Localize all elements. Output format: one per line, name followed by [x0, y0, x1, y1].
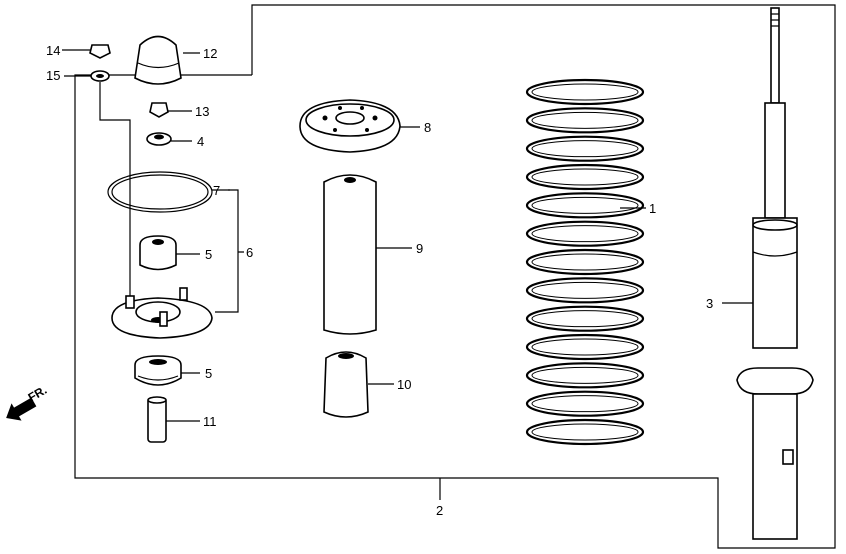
spring-coil — [525, 248, 645, 276]
label-9: 9 — [416, 241, 423, 256]
spring-coil — [531, 140, 639, 158]
spring-coil — [531, 111, 639, 129]
spring-coil — [525, 192, 645, 219]
spring-coil — [531, 168, 639, 186]
part-5-bushing-upper — [139, 235, 200, 271]
label-5-lower: 5 — [205, 366, 212, 381]
spring-coil — [525, 305, 645, 332]
part-7-o-ring — [107, 171, 230, 213]
label-3: 3 — [706, 296, 713, 311]
label-14: 14 — [46, 43, 60, 58]
spring-coil — [525, 362, 645, 389]
part-3-shock-absorber — [722, 7, 814, 540]
part-11-sleeve — [147, 396, 200, 443]
label-4: 4 — [197, 134, 204, 149]
part-1-coil-spring — [525, 78, 645, 446]
part-13-nut — [149, 102, 192, 118]
label-5-upper: 5 — [205, 247, 212, 262]
front-arrow-icon — [6, 397, 37, 421]
spring-coil — [525, 107, 645, 134]
spring-coil — [525, 163, 645, 191]
part-6-mount-base — [111, 287, 213, 339]
spring-coil — [531, 196, 639, 214]
spring-coil — [525, 418, 645, 446]
spring-coil — [531, 281, 639, 299]
label-6: 6 — [246, 245, 253, 260]
spring-coil — [531, 83, 639, 101]
part-14-nut — [62, 44, 111, 59]
label-10: 10 — [397, 377, 411, 392]
spring-coil — [525, 135, 645, 162]
part-15-washer — [90, 70, 110, 82]
spring-coil — [525, 277, 645, 304]
part-5-bushing-lower — [134, 355, 200, 386]
label-1: 1 — [649, 201, 656, 216]
spring-coil — [525, 333, 645, 361]
spring-coil — [531, 253, 639, 271]
label-13: 13 — [195, 104, 209, 119]
label-12: 12 — [203, 46, 217, 61]
part-9-dust-boot — [323, 174, 412, 335]
spring-coil — [531, 310, 639, 328]
part-12-cap — [134, 35, 200, 85]
label-11: 11 — [203, 414, 217, 429]
label-7: 7 — [213, 183, 220, 198]
spring-coil — [525, 390, 645, 417]
spring-coil — [531, 225, 639, 243]
spring-coil — [531, 338, 639, 356]
label-8: 8 — [424, 120, 431, 135]
label-2: 2 — [436, 503, 443, 518]
part-10-bump-stop — [323, 351, 394, 418]
spring-coil — [531, 395, 639, 413]
label-15: 15 — [46, 68, 60, 83]
assembly-border — [74, 4, 836, 549]
spring-coil — [525, 78, 645, 106]
spring-coil — [531, 366, 639, 384]
part-8-spring-seat — [299, 99, 420, 153]
spring-coil — [525, 220, 645, 247]
part-4-washer — [146, 132, 192, 146]
spring-coil — [531, 423, 639, 441]
